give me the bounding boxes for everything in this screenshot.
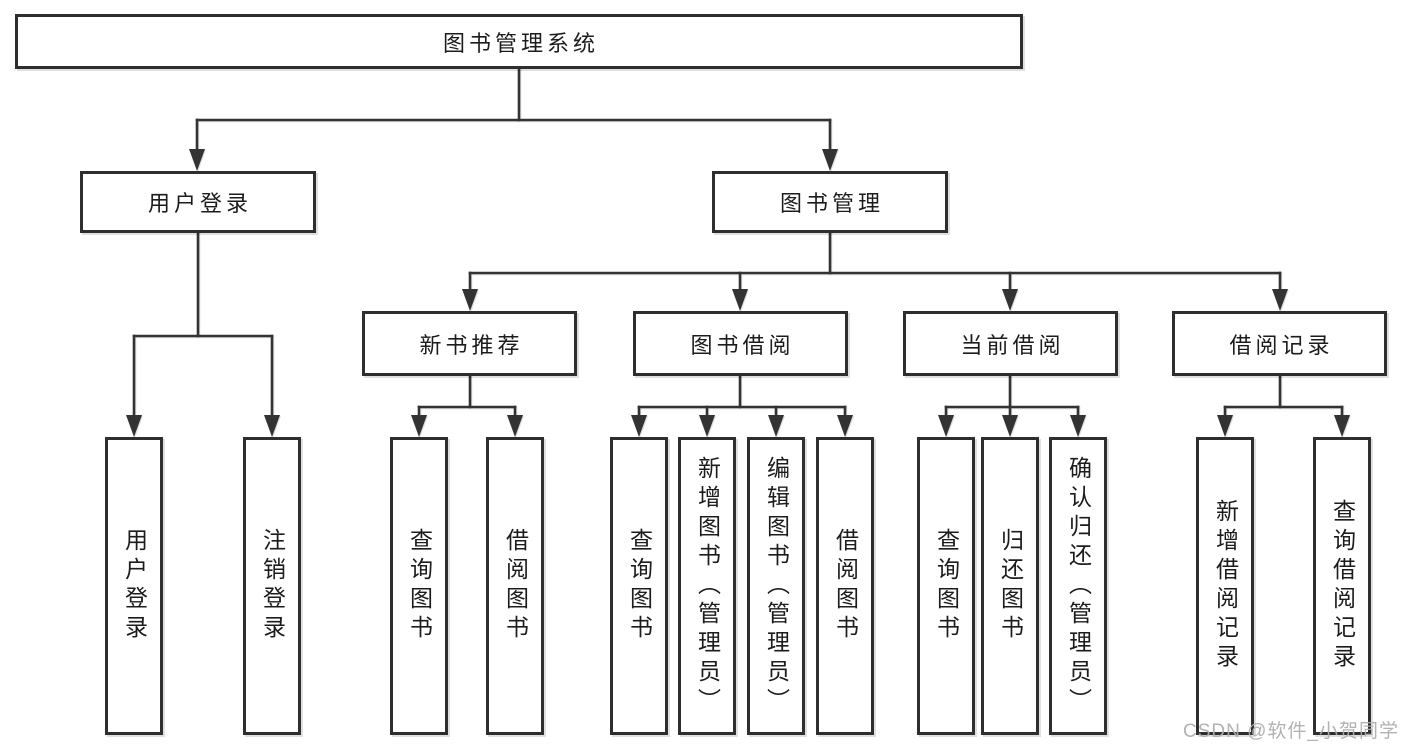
arrowhead-icon [1272,289,1288,311]
arrowhead-icon [732,289,748,311]
arrowhead-icon [126,415,142,437]
node-leaf-confirm-return-admin: 确认归还（管理员） [1049,437,1107,735]
arrowhead-icon [822,149,838,171]
node-leaf-borrow-book-borrow: 借阅图书 [816,437,874,735]
arrowhead-icon [189,149,205,171]
arrowhead-icon [507,415,523,437]
node-leaf-add-book-admin: 新增图书（管理员） [678,437,736,735]
node-leaf-return-book: 归还图书 [981,437,1039,735]
node-book-management: 图书管理 [712,171,948,233]
arrowhead-icon [462,289,478,311]
node-leaf-add-borrow-record: 新增借阅记录 [1196,437,1254,735]
arrowhead-icon [938,415,954,437]
node-leaf-query-borrow-record: 查询借阅记录 [1313,437,1371,735]
node-leaf-query-book-current: 查询图书 [917,437,975,735]
node-leaf-borrow-book-rec: 借阅图书 [486,437,544,735]
node-borrow-records: 借阅记录 [1172,311,1387,376]
arrowhead-icon [264,415,280,437]
node-current-borrow: 当前借阅 [903,311,1118,376]
arrowhead-icon [1002,415,1018,437]
node-leaf-query-book-rec: 查询图书 [390,437,448,735]
watermark: CSDN @软件_小贺同学 [1183,721,1399,742]
arrowhead-icon [631,415,647,437]
arrowhead-icon [837,415,853,437]
arrowhead-icon [699,415,715,437]
arrowhead-icon [1002,289,1018,311]
node-leaf-user-login: 用户登录 [105,437,163,735]
node-leaf-logout: 注销登录 [243,437,301,735]
node-leaf-query-book-borrow: 查询图书 [610,437,668,735]
node-user-login: 用户登录 [80,171,316,233]
arrowhead-icon [1070,415,1086,437]
node-root: 图书管理系统 [15,14,1023,69]
arrowhead-icon [1334,415,1350,437]
node-book-borrow: 图书借阅 [633,311,848,376]
arrowhead-icon [1217,415,1233,437]
node-leaf-edit-book-admin: 编辑图书（管理员） [747,437,805,735]
arrowhead-icon [411,415,427,437]
arrowhead-icon [768,415,784,437]
node-new-book-recommend: 新书推荐 [362,311,577,376]
